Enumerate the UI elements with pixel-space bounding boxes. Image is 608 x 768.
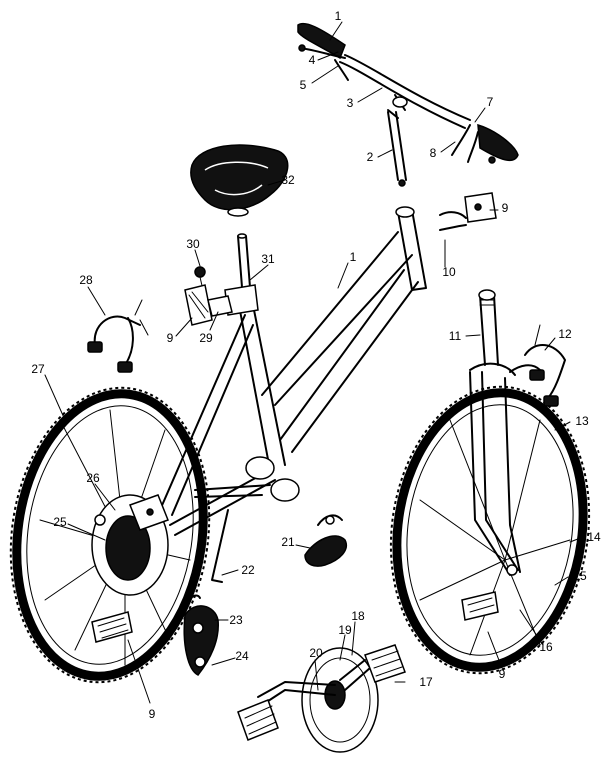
pedal-right [364,644,406,683]
rear-brake-caliper [87,299,149,373]
crankset [257,647,379,753]
label-part-20: 20 [309,646,323,660]
label-part-1: 1 [350,250,357,264]
label-part-9-rear-wheel: 9 [149,707,156,721]
label-part-22: 22 [241,563,255,577]
pedal-left [237,699,279,741]
label-part-31: 31 [261,252,275,266]
label-part-18: 18 [351,609,365,623]
front-wheel [389,385,591,675]
front-fork [469,289,521,576]
brake-levers [298,44,496,164]
label-part-5: 5 [300,78,307,92]
front-brake-caliper [509,324,566,407]
rear-reflector-bracket [184,284,233,326]
label-part-14: 14 [587,530,601,544]
seat-bolt [194,266,206,291]
label-part-9-rear-bracket: 9 [167,331,174,345]
label-part-8: 8 [430,146,437,160]
label-part-4: 4 [309,53,316,67]
label-part-29: 29 [199,331,213,345]
headset-reflector-bracket [439,192,497,231]
front-wheel-spokes [419,419,571,656]
label-part-6: 1 [335,9,342,23]
label-part-10: 10 [442,265,456,279]
handlebar [297,22,519,162]
label-part-15: 15 [573,569,587,583]
label-part-9-front: 9 [499,667,506,681]
label-part-32: 32 [281,173,295,187]
kickstand [194,484,271,583]
front-derailleur [304,514,347,567]
label-part-12: 12 [558,327,572,341]
label-part-24: 24 [235,649,249,663]
label-part-23: 23 [229,613,243,627]
rear-derailleur [183,594,219,676]
label-part-27: 27 [31,362,45,376]
label-part-28: 28 [79,273,93,287]
label-part-2: 2 [367,150,374,164]
label-part-17: 17 [419,675,433,689]
label-part-9-headset: 9 [502,201,509,215]
label-part-19: 19 [338,623,352,637]
stem-quill [387,111,407,187]
label-part-3: 3 [347,96,354,110]
label-part-7: 7 [487,95,494,109]
label-part-16: 16 [539,640,553,654]
frame [129,206,427,536]
label-part-25: 25 [53,515,67,529]
label-part-11: 11 [449,329,462,343]
leader-lines [44,21,584,704]
front-wheel-reflector [461,591,499,621]
part-labels: 1 4 5 3 2 7 8 9 10 1 11 12 13 14 15 16 9… [31,9,601,721]
rear-wheel [9,386,211,684]
rear-wheel-reflector [91,611,133,643]
label-part-21: 21 [281,535,295,549]
label-part-13: 13 [575,414,589,428]
label-part-26: 26 [86,471,100,485]
label-part-30: 30 [186,237,200,251]
saddle [190,144,289,217]
